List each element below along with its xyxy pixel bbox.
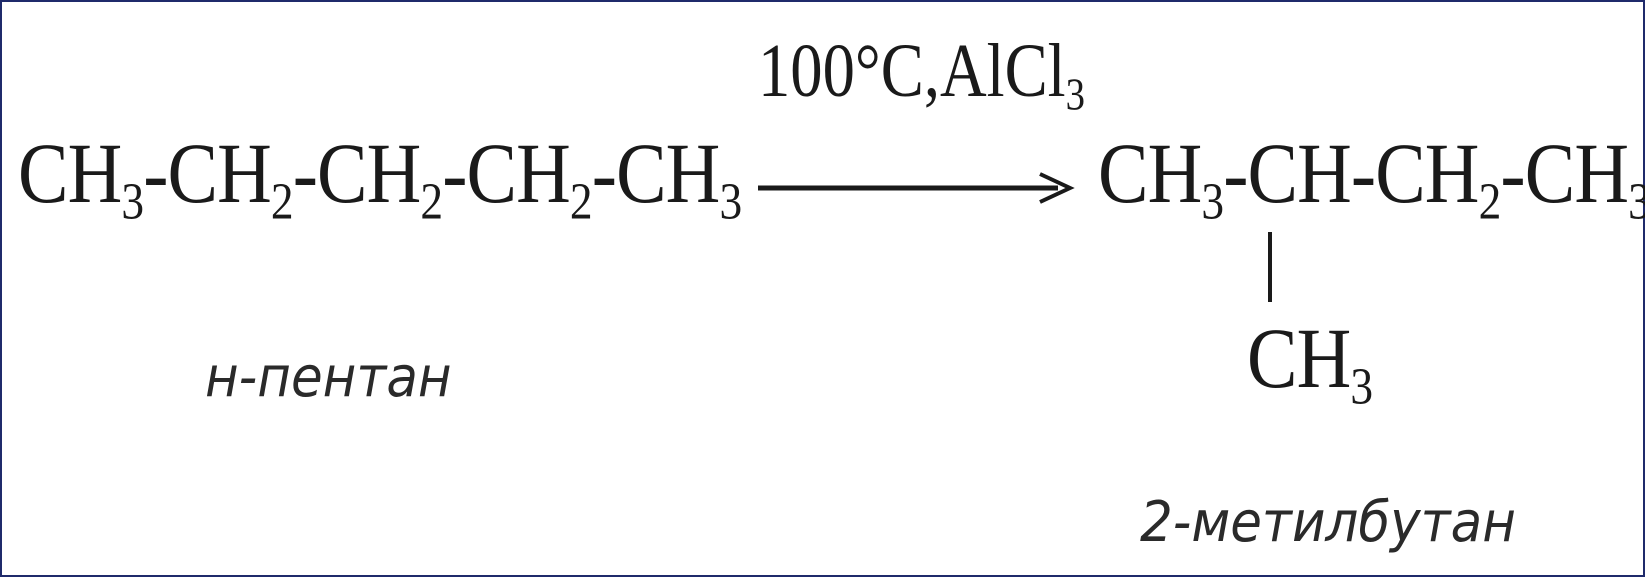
- branch-bond: [1268, 232, 1272, 302]
- reaction-conditions: 100°C,AlCl3: [758, 29, 1085, 120]
- product-formula: CH3-CH-CH2-CH3: [1098, 130, 1645, 228]
- reactant-formula: CH3-CH2-CH2-CH2-CH3: [18, 130, 742, 228]
- reactant-group-2: -CH2: [143, 125, 293, 231]
- product-group-3: -CH3: [1500, 125, 1645, 228]
- reactant-group-4: -CH2: [442, 125, 592, 231]
- product-group-2: -CH-CH2: [1223, 125, 1501, 231]
- product-group-1: CH3: [1098, 125, 1224, 231]
- product-name: 2-метилбутан: [1140, 490, 1516, 555]
- reactant-group-3: -CH2: [292, 125, 443, 231]
- reaction-arrow: [758, 172, 1075, 204]
- reactant-name: н-пентан: [205, 345, 452, 410]
- methyl-branch: CH3: [1247, 310, 1373, 416]
- reactant-group-5: -CH3: [591, 125, 742, 231]
- reactant-group-1: CH3: [18, 125, 144, 231]
